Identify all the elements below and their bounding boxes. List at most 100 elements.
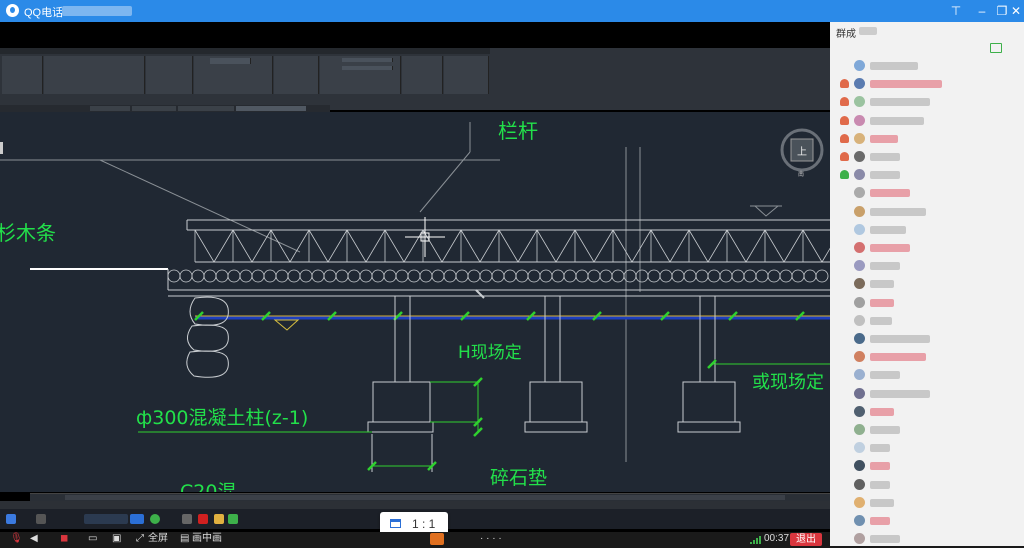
blurred-member-name <box>870 80 942 89</box>
pin-icon[interactable]: ⊤ <box>950 4 962 18</box>
speaker-icon[interactable]: ◀ <box>30 533 38 544</box>
command-input[interactable] <box>65 495 785 500</box>
dimension-tick <box>327 311 337 321</box>
blurred-member-name <box>870 116 924 125</box>
ribbon-group-utilities[interactable] <box>444 56 489 94</box>
member-item[interactable] <box>830 421 1024 439</box>
member-item[interactable] <box>830 530 1024 548</box>
member-item[interactable] <box>830 57 1024 75</box>
level-marker-icon <box>273 319 300 331</box>
dimension-tick <box>592 311 602 321</box>
member-item[interactable] <box>830 366 1024 384</box>
member-item[interactable] <box>830 512 1024 530</box>
monitor-icon[interactable]: ▣ <box>112 533 122 544</box>
ime-icon[interactable] <box>430 533 444 545</box>
folder-icon[interactable] <box>214 514 224 524</box>
taskbar-app[interactable] <box>130 514 144 524</box>
cad-drawing-canvas[interactable]: 栏杆 杉木条 H现场定 或现场定 ф300混凝土柱(z-1) 碎石垫 C20混 … <box>0 112 830 503</box>
member-item[interactable] <box>830 312 1024 330</box>
doc-tab[interactable] <box>90 106 130 111</box>
member-item[interactable] <box>830 166 1024 184</box>
blurred-member-name <box>870 207 926 216</box>
blurred-member-name <box>870 353 926 362</box>
member-item[interactable] <box>830 439 1024 457</box>
ribbon-group-groups[interactable] <box>402 56 443 94</box>
member-item[interactable] <box>830 112 1024 130</box>
member-item[interactable] <box>830 403 1024 421</box>
title-bar: QQ电话 ⊤ – ❐ ✕ <box>0 0 1024 22</box>
mic-muted-icon[interactable]: 🎙 <box>10 533 23 544</box>
member-item[interactable] <box>830 184 1024 202</box>
doc-tab[interactable] <box>132 106 176 111</box>
avatar <box>854 60 865 71</box>
screen-share-icon[interactable]: ▭ <box>88 533 98 544</box>
camera-off-icon[interactable]: ◼ <box>60 533 69 544</box>
search-icon[interactable] <box>36 514 46 524</box>
member-item[interactable] <box>830 239 1024 257</box>
avatar <box>854 442 865 454</box>
blurred-member-name <box>870 389 930 398</box>
member-item[interactable] <box>830 457 1024 475</box>
color-dropdown[interactable] <box>342 58 393 62</box>
exit-button[interactable]: 退出 <box>790 533 822 546</box>
layer-dropdown[interactable] <box>210 58 251 64</box>
member-item[interactable] <box>830 476 1024 494</box>
shared-screen[interactable]: 栏杆 杉木条 H现场定 或现场定 ф300混凝土柱(z-1) 碎石垫 C20混 … <box>0 22 830 532</box>
avatar <box>854 424 865 435</box>
avatar <box>854 114 865 126</box>
taskbar-app[interactable] <box>182 514 192 524</box>
fullscreen-icon[interactable]: ⤢ <box>136 533 144 544</box>
ribbon-group-block[interactable] <box>274 56 319 94</box>
member-role-icon <box>840 152 849 161</box>
taskbar-app[interactable] <box>228 514 238 524</box>
start-icon[interactable] <box>6 514 16 524</box>
ribbon-group-properties[interactable] <box>320 56 401 94</box>
blurred-member-name <box>870 444 890 453</box>
member-item[interactable] <box>830 203 1024 221</box>
dimension-tick <box>660 311 670 321</box>
member-item[interactable] <box>830 385 1024 403</box>
member-item[interactable] <box>830 221 1024 239</box>
linetype-dropdown[interactable] <box>342 66 393 70</box>
ribbon-tabs[interactable] <box>0 48 490 54</box>
member-item[interactable] <box>830 148 1024 166</box>
member-item[interactable] <box>830 348 1024 366</box>
doc-tab-active[interactable] <box>236 106 306 111</box>
avatar <box>854 515 865 526</box>
avatar <box>854 223 865 235</box>
ribbon-group-annotate[interactable] <box>146 56 193 94</box>
avatar <box>854 169 865 181</box>
close-button[interactable]: ✕ <box>1010 4 1022 18</box>
member-item[interactable] <box>830 93 1024 111</box>
doc-tab[interactable] <box>178 106 234 111</box>
blurred-member-name <box>870 244 910 252</box>
autocad-icon[interactable] <box>198 514 208 524</box>
pip-button[interactable]: 画中画 <box>192 533 222 544</box>
taskbar-app[interactable] <box>84 514 128 524</box>
chrome-icon[interactable] <box>150 514 160 524</box>
member-item[interactable] <box>830 75 1024 93</box>
pip-icon[interactable]: ▤ <box>180 533 190 544</box>
blurred-member-name <box>870 316 892 325</box>
cad-status-bar[interactable] <box>0 501 830 509</box>
blurred-member-name <box>870 62 918 70</box>
member-item[interactable] <box>830 494 1024 512</box>
restore-button[interactable]: ❐ <box>996 4 1008 18</box>
command-line[interactable] <box>30 493 830 502</box>
member-item[interactable] <box>830 330 1024 348</box>
avatar <box>854 387 865 399</box>
blurred-member-name <box>870 480 890 489</box>
zoom-badge[interactable]: 1 : 1 <box>380 512 448 532</box>
label-h-site: H现场定 <box>458 343 522 363</box>
dimension-arrows <box>367 359 717 471</box>
fullscreen-button[interactable]: 全屏 <box>148 533 168 544</box>
member-item[interactable] <box>830 130 1024 148</box>
screen-cast-icon[interactable] <box>990 43 1002 53</box>
ribbon-group-modify[interactable] <box>44 56 145 94</box>
ribbon-group-draw[interactable] <box>2 56 43 94</box>
minimize-button[interactable]: – <box>978 4 986 18</box>
member-item[interactable] <box>830 275 1024 293</box>
member-item[interactable] <box>830 294 1024 312</box>
blurred-member-name <box>870 407 894 416</box>
member-item[interactable] <box>830 257 1024 275</box>
